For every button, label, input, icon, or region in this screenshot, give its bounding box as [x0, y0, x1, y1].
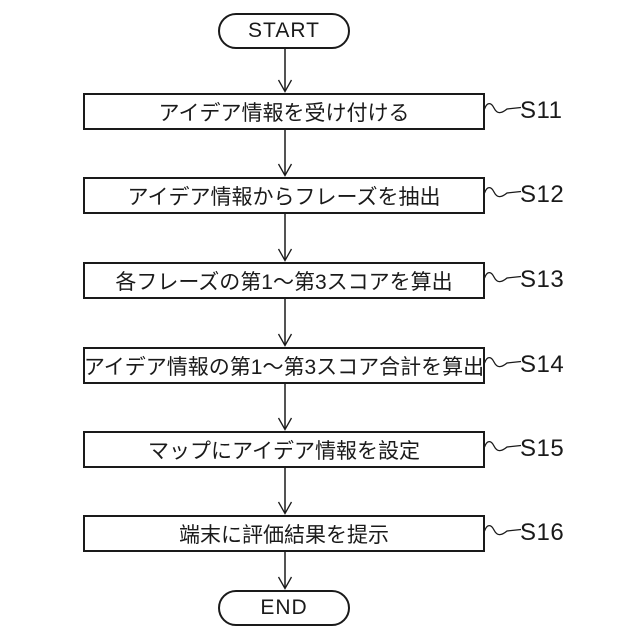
- step-box-s13: 各フレーズの第1～第3スコアを算出: [83, 262, 485, 299]
- flow-arrow-s14-to-s15: [277, 384, 293, 431]
- step-connector-squiggle-s11: [484, 102, 522, 114]
- step-connector-squiggle-s12: [484, 186, 522, 198]
- step-connector-squiggle-s15: [484, 440, 522, 452]
- step-label-s14: S14: [520, 351, 565, 378]
- flow-arrow-s16-to-end: [277, 552, 293, 590]
- step-text-s14: アイデア情報の第1～第3スコア合計を算出: [83, 355, 485, 379]
- step-connector-squiggle-s16: [484, 524, 522, 536]
- step-text-s11: アイデア情報を受け付ける: [158, 101, 410, 125]
- step-text-s15: マップにアイデア情報を設定: [148, 439, 420, 463]
- flow-arrow-s11-to-s12: [277, 130, 293, 177]
- flow-arrow-s12-to-s13: [277, 214, 293, 262]
- step-text-s16: 端末に評価結果を提示: [179, 523, 389, 547]
- step-text-s12: アイデア情報からフレーズを抽出: [127, 185, 441, 209]
- step-box-s11: アイデア情報を受け付ける: [83, 93, 485, 130]
- start-node: START: [218, 13, 350, 49]
- end-node-label: END: [260, 596, 308, 619]
- step-label-s13: S13: [520, 266, 565, 293]
- start-node-label: START: [248, 19, 320, 42]
- step-label-s15: S15: [520, 435, 565, 462]
- step-text-s13: 各フレーズの第1～第3スコアを算出: [115, 270, 453, 294]
- step-label-s16: S16: [520, 519, 565, 546]
- step-label-s12: S12: [520, 181, 565, 208]
- step-box-s15: マップにアイデア情報を設定: [83, 431, 485, 468]
- flow-arrow-start-to-s11: [277, 49, 293, 93]
- step-connector-squiggle-s14: [484, 356, 522, 368]
- step-box-s16: 端末に評価結果を提示: [83, 515, 485, 552]
- step-label-s11: S11: [520, 97, 563, 124]
- flow-arrow-s13-to-s14: [277, 299, 293, 347]
- step-box-s12: アイデア情報からフレーズを抽出: [83, 177, 485, 214]
- flow-arrow-s15-to-s16: [277, 468, 293, 515]
- step-box-s14: アイデア情報の第1～第3スコア合計を算出: [83, 347, 485, 384]
- end-node: END: [218, 590, 350, 626]
- step-connector-squiggle-s13: [484, 271, 522, 283]
